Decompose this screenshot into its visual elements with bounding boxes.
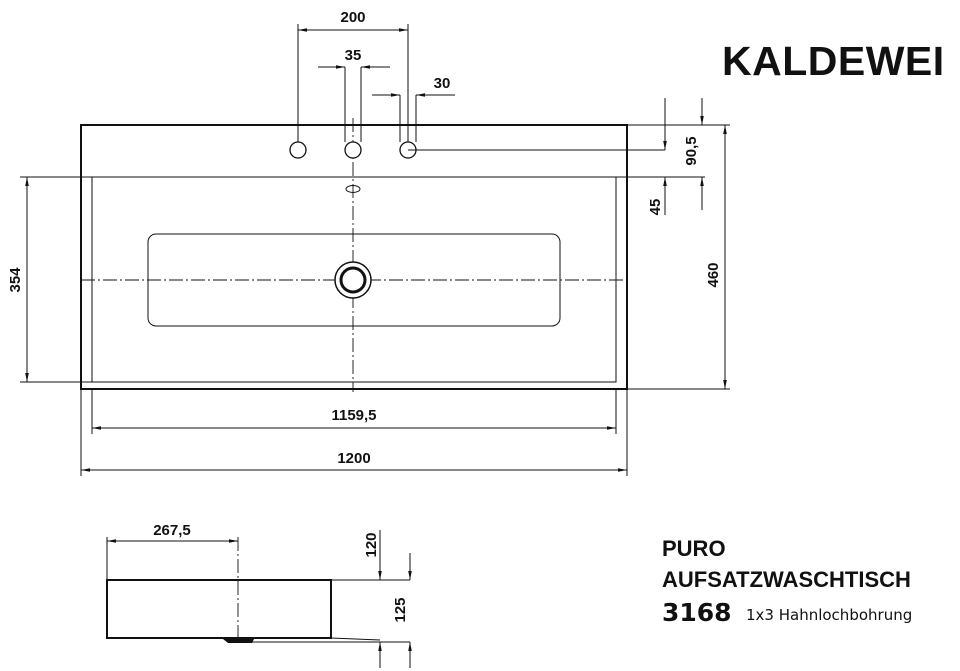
dim-tap-hole-edge: 30	[434, 75, 451, 92]
dim-depth: 460	[705, 262, 722, 287]
product-variant: 1x3 Hahnlochbohrung	[746, 606, 912, 624]
dim-tap-hole-diameter: 35	[345, 47, 362, 64]
drain-inner	[339, 266, 367, 294]
dim-drain-offset: 267,5	[153, 522, 191, 539]
tap-hole-left	[289, 141, 307, 159]
top-view: 200 35 30 45 90,5 460 354 115	[7, 9, 730, 476]
drain-outlet	[223, 639, 254, 643]
dim-width: 1200	[337, 450, 370, 467]
dim-height-outer: 125	[392, 597, 409, 622]
overflow-icon	[345, 185, 361, 193]
dim-basin-width: 1159,5	[331, 407, 376, 424]
product-number: 3168	[662, 598, 732, 627]
product-line: PURO	[662, 536, 726, 561]
washbasin-outline	[80, 124, 628, 390]
brand-logo: KALDEWEI	[722, 38, 945, 84]
dim-tap-spacing: 200	[340, 9, 365, 26]
dim-basin-depth: 354	[7, 267, 24, 293]
product-type: AUFSATZWASCHTISCH	[662, 567, 911, 592]
dim-height-inner: 120	[363, 532, 380, 557]
basin-inner-outline	[91, 176, 617, 383]
side-outline	[106, 579, 332, 639]
dim-tap-to-basin: 45	[647, 199, 664, 216]
dim-tap-to-back: 90,5	[683, 136, 700, 165]
side-view: 267,5 120 125	[106, 522, 412, 668]
tap-hole-center	[344, 141, 362, 159]
